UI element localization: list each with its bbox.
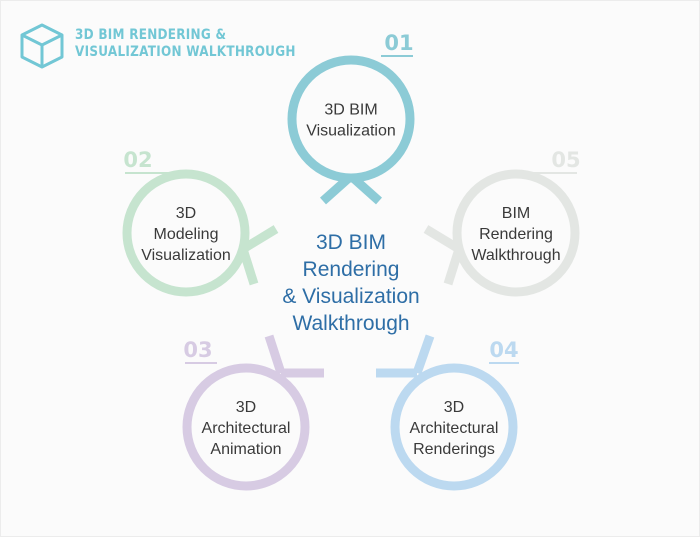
node-label-line: Walkthrough [471,247,560,264]
node-label-line: Architectural [202,420,291,437]
node-label-line: 3D BIM [324,102,377,119]
center-title-line: 3D BIM [316,231,386,254]
connector-stem [412,334,435,375]
center-title-line: & Visualization [282,285,419,308]
node-ring [182,363,310,491]
node-label-line: 3D [176,205,196,222]
cycle-node-01: 01 3D BIM Visualization [287,31,415,205]
center-title: 3D BIM Rendering & VisualizationWalkthroug… [282,231,419,335]
connector-stem [240,225,279,253]
center-title-line: Rendering [303,258,400,281]
node-label-line: Visualization [141,247,231,264]
connector-stem [264,334,286,375]
connector-stem [423,225,462,253]
node-ring [287,55,415,183]
node-label-line: Architectural [410,420,499,437]
node-label-line: Modeling [154,226,219,243]
node-ring [122,169,250,297]
node-ring [390,363,518,491]
node-number: 01 [384,31,413,55]
node-ring [452,169,580,297]
node-label-line: 3D [236,399,256,416]
diagram-title: 3D BIM RENDERING & VISUALIZATION WALKTHR… [75,27,296,60]
node-number: 05 [551,148,580,172]
node-label-line: 3D [444,399,464,416]
node-label-line: Rendering [479,226,553,243]
center-title-line: Walkthrough [292,312,409,335]
node-label-line: BIM [502,205,530,222]
cube-icon [20,23,64,69]
node-label-line: Renderings [413,441,495,458]
node-label-line: Animation [210,441,281,458]
node-number: 03 [183,338,212,362]
node-number: 04 [489,338,518,362]
node-number: 02 [123,148,152,172]
node-label-line: Visualization [306,123,396,140]
